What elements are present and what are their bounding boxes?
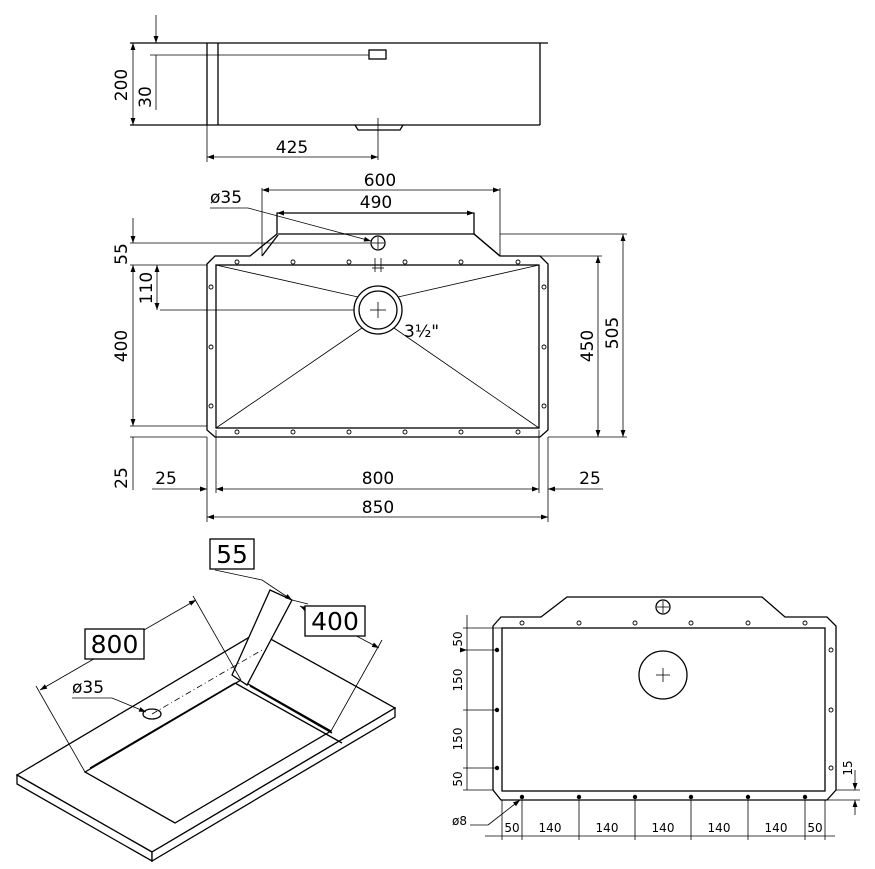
bottom-right-dim: 15 <box>841 760 855 775</box>
drain-size-label: 3½" <box>404 322 439 342</box>
side-view: 200 30 425 <box>112 15 548 162</box>
dim-490: 490 <box>360 193 392 213</box>
dim-tap-hole: ø35 <box>210 188 242 208</box>
bottom-left-dim-1: 50 <box>451 631 465 646</box>
dim-iso-400: 400 <box>311 607 359 636</box>
bottom-dim-3: 140 <box>596 821 619 835</box>
dim-55: 55 <box>112 243 132 265</box>
label-box-400 <box>304 605 366 637</box>
bottom-view: 50 150 150 50 15 ø8 50 140 140 140 140 1… <box>451 596 860 840</box>
dim-450: 450 <box>578 330 598 362</box>
bottom-left-dim-3: 150 <box>451 728 465 751</box>
bottom-dim-1: 50 <box>504 821 519 835</box>
dim-600: 600 <box>364 171 396 191</box>
dim-25-right: 25 <box>579 469 601 489</box>
bottom-dim-2: 140 <box>539 821 562 835</box>
dim-800: 800 <box>362 469 394 489</box>
flange-holes <box>208 259 547 435</box>
label-box-800 <box>84 628 145 660</box>
dim-iso-tap: ø35 <box>72 678 104 698</box>
bottom-dim-7: 50 <box>807 821 822 835</box>
dim-110: 110 <box>137 272 157 304</box>
bottom-hole-label: ø8 <box>452 814 467 828</box>
bottom-dim-5: 140 <box>708 821 731 835</box>
dim-30: 30 <box>136 86 156 108</box>
plan-view: 3½" <box>112 171 627 522</box>
dim-25-vertical: 25 <box>112 467 132 489</box>
bottom-left-dim-4: 50 <box>451 771 465 786</box>
dim-iso-800: 800 <box>91 630 139 659</box>
dim-200: 200 <box>112 69 132 101</box>
bottom-dim-6: 140 <box>765 821 788 835</box>
dim-400: 400 <box>112 330 132 362</box>
dim-425: 425 <box>276 138 308 158</box>
label-box-55 <box>209 538 255 570</box>
isometric-view: 800 400 55 ø35 <box>15 538 397 863</box>
dim-25-left: 25 <box>155 469 177 489</box>
dim-850: 850 <box>362 498 394 518</box>
bottom-left-dim-2: 150 <box>451 669 465 692</box>
dim-iso-55: 55 <box>216 540 248 569</box>
dim-505: 505 <box>603 317 623 349</box>
bottom-dim-4: 140 <box>652 821 675 835</box>
